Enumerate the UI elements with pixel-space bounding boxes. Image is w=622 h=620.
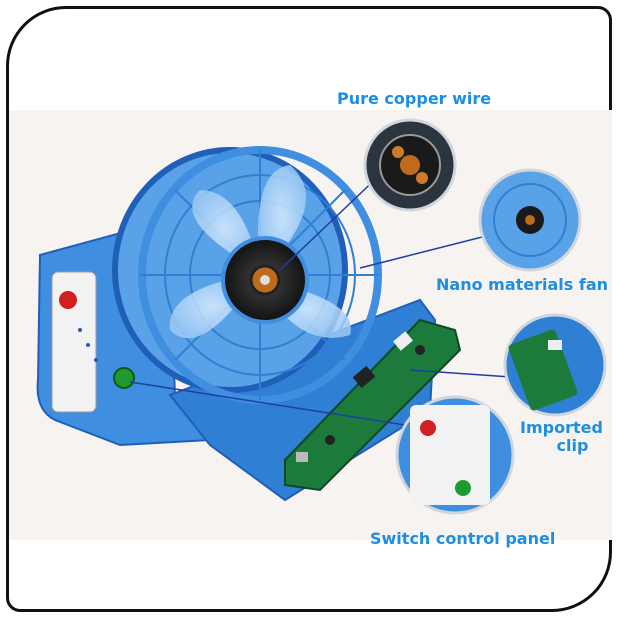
green-button-icon [113, 367, 135, 389]
leader-lines [129, 169, 511, 426]
fan-cage [112, 146, 382, 404]
zoom-copper-wire [363, 118, 457, 212]
callout-switch-panel: Switch control panel [370, 529, 556, 548]
zoom-switch-panel [395, 395, 515, 515]
callout-imported-clip: Imported clip [520, 419, 603, 455]
callout-nano-fan: Nano materials fan [436, 275, 609, 294]
callout-clip-line2: clip [556, 436, 589, 455]
red-button-icon [59, 291, 77, 309]
indicator-panel [51, 271, 97, 413]
callout-copper-wire: Pure copper wire [337, 89, 492, 108]
zoom-fan [478, 168, 582, 272]
zoom-clip [503, 313, 607, 417]
circuit-board [284, 318, 462, 492]
callout-clip-line1: Imported [520, 418, 603, 437]
